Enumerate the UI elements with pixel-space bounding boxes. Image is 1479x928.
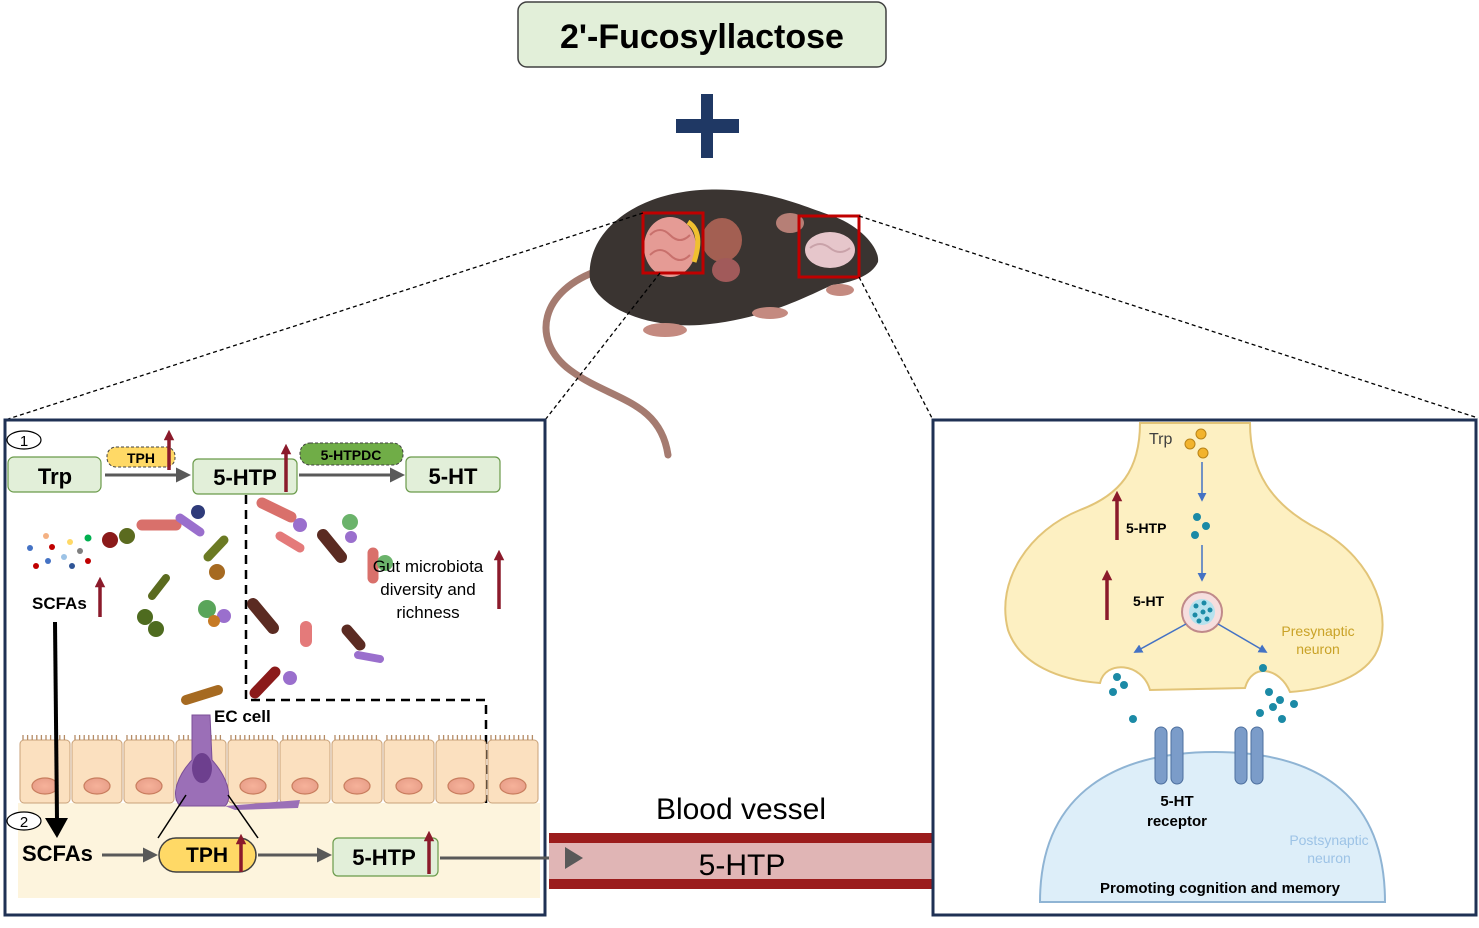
brain-highlight-box: [797, 214, 861, 279]
receptor-label-1: 5-HT: [1160, 793, 1193, 810]
trp-box: [7, 456, 102, 493]
epithelial-cell: [279, 735, 331, 804]
step-1-marker: 1: [20, 433, 28, 450]
microbiota-line-2: diversity and: [380, 580, 475, 599]
serotonin-receptors: [1154, 726, 1264, 785]
gut-bacteria: [102, 497, 393, 705]
microbiota-line-1: Gut microbiota: [373, 557, 484, 576]
microbiota-line-3: richness: [396, 603, 459, 622]
epithelial-cell: [435, 735, 487, 804]
scfas-label-small: SCFAs: [32, 594, 87, 613]
plus-icon: [676, 94, 739, 158]
postsynaptic-label-2: neuron: [1307, 850, 1351, 866]
scfa-molecules: [27, 533, 92, 569]
epithelial-cell: [383, 735, 435, 804]
presynaptic-label-1: Presynaptic: [1281, 623, 1354, 639]
postsynaptic-label-1: Postsynaptic: [1289, 832, 1368, 848]
htp-label-bottom: 5-HTP: [352, 845, 416, 870]
epithelial-cell: [71, 735, 123, 804]
epithelial-cell: [227, 735, 279, 804]
brain-ht-label: 5-HT: [1133, 593, 1165, 609]
ec-cell-label: EC cell: [214, 707, 271, 726]
brain-htp-label: 5-HTP: [1126, 520, 1166, 536]
tph-enzyme-top: [106, 446, 176, 468]
htp-box-bottom: [332, 837, 439, 877]
ec-cell: [157, 714, 300, 839]
epithelial-cell: [19, 735, 71, 804]
ht-box: [405, 456, 501, 493]
vessel-content: 5-HTP: [699, 849, 786, 882]
vessel-title: Blood vessel: [656, 793, 826, 826]
scfas-down-arrow: [53, 621, 59, 821]
htp-label-top: 5-HTP: [213, 465, 277, 490]
title-box: 2'-Fucosyllactose: [517, 1, 887, 68]
released-serotonin: [1109, 664, 1298, 723]
scfas-label-large: SCFAs: [22, 841, 93, 866]
htpdc-label: 5-HTPDC: [321, 447, 382, 463]
gut-panel: 1 Trp TPH 5-HTP 5-HTPDC 5-HT SCFAs: [3, 418, 583, 917]
presynaptic-label-2: neuron: [1296, 641, 1340, 657]
postsynaptic-neuron: [1038, 750, 1387, 903]
brain-panel: Trp 5-HTP 5-HT: [931, 418, 1478, 917]
mouse-illustration: [542, 189, 879, 459]
conclusion-label: Promoting cognition and memory: [1100, 880, 1341, 897]
blood-vessel: Blood vessel 5-HTP: [549, 793, 932, 889]
htpdc-enzyme: [299, 442, 404, 466]
title: 2'-Fucosyllactose: [560, 18, 844, 56]
htp-box-top: [192, 458, 298, 495]
receptor-label-2: receptor: [1147, 813, 1207, 830]
step-2-marker: 2: [20, 814, 28, 831]
gut-highlight-box: [641, 211, 705, 275]
epithelial-cell: [487, 735, 539, 804]
tph-label-bottom: TPH: [186, 844, 228, 867]
zoom-lines: [4, 212, 1479, 421]
trp-label: Trp: [38, 464, 72, 489]
epithelial-cell: [331, 735, 383, 804]
brain-trp-label: Trp: [1149, 431, 1173, 448]
tph-label-top: TPH: [127, 450, 155, 466]
tph-enzyme-bottom: [158, 837, 257, 873]
ht-label: 5-HT: [429, 464, 478, 489]
epithelial-cells: [19, 735, 539, 804]
presynaptic-neuron: [1004, 422, 1384, 694]
epithelial-cell: [123, 735, 175, 804]
